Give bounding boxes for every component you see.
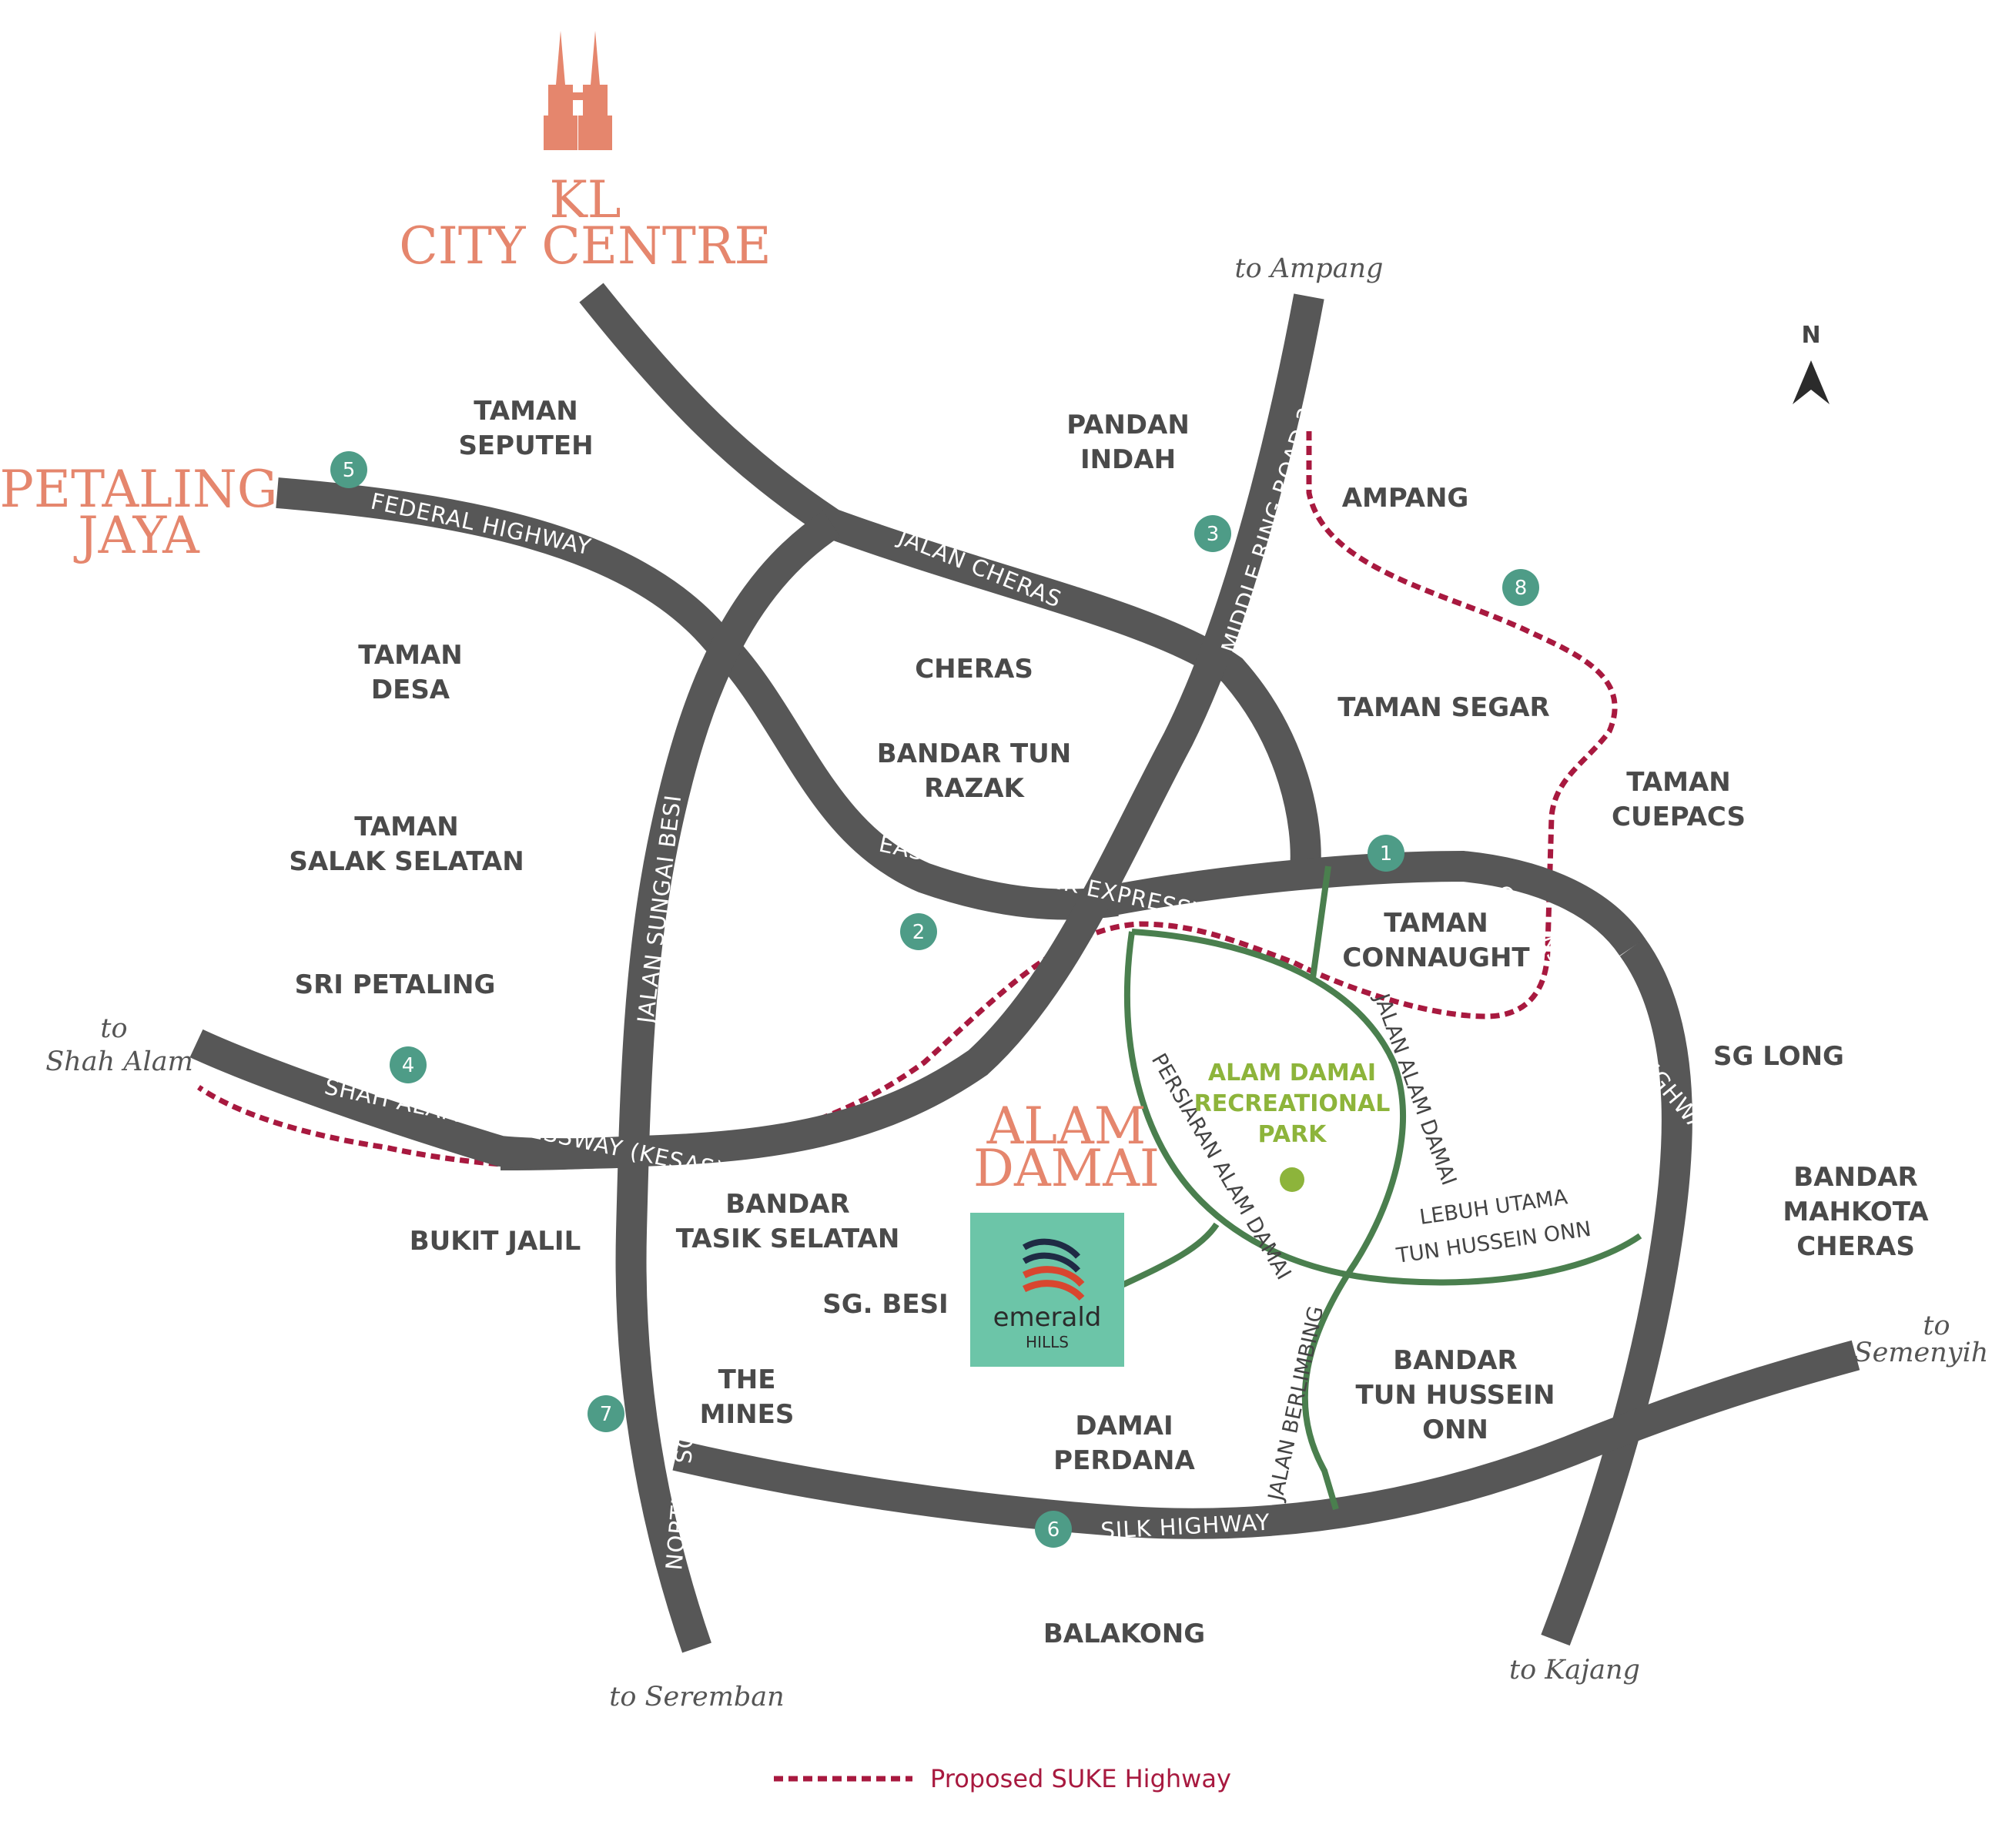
jalan-berlimbing-label: JALAN BERLIMBING	[1264, 1304, 1328, 1505]
area-bandar-mahkota-cheras: MAHKOTA	[1783, 1197, 1929, 1227]
to-semenyih-label-line2: Semenyih	[1854, 1337, 1989, 1368]
persiaran-alam-damai-road	[1124, 931, 1642, 1286]
park-label-line3: PARK	[1258, 1121, 1328, 1148]
marker-7-label: 7	[600, 1403, 613, 1426]
marker-2-label: 2	[912, 921, 926, 944]
marker-2	[900, 913, 937, 950]
jalan-sungai-besi-road	[615, 511, 841, 1653]
marker-5-label: 5	[343, 459, 356, 482]
to-shah-alam-label-line2: Shah Alam	[45, 1046, 193, 1077]
area-taman-connaught: CONNAUGHT	[1342, 942, 1530, 973]
kl-city-centre-title-line2: CITY CENTRE	[399, 216, 771, 276]
area-bandar-tun-hussein-onn: TUN HUSSEIN	[1356, 1380, 1555, 1411]
area-bandar-tun-hussein-onn: ONN	[1422, 1414, 1488, 1445]
jalan-cheras-road	[579, 283, 1321, 872]
area-cheras: CHERAS	[915, 654, 1033, 685]
compass-north-label: N	[1801, 322, 1820, 349]
number-markers: 1 2 3 4 5 6 7 8	[330, 451, 1539, 1548]
marker-3	[1194, 515, 1231, 552]
area-bandar-tasik-selatan: TASIK SELATAN	[676, 1224, 900, 1254]
marker-3-label: 3	[1207, 523, 1220, 546]
kl-city-centre-title-line1: KL	[549, 170, 621, 229]
park-label-line1: ALAM DAMAI	[1208, 1060, 1376, 1086]
federal-highway-label: FEDERAL HIGHWAY	[369, 488, 594, 561]
area-bandar-tasik-selatan: BANDAR	[725, 1189, 849, 1220]
area-sg-long: SG LONG	[1713, 1041, 1844, 1072]
area-taman-cuepacs: CUEPACS	[1612, 802, 1746, 832]
area-taman-desa: TAMAN	[358, 640, 462, 671]
suke-highway-route	[197, 431, 1618, 1170]
area-taman-cuepacs: TAMAN	[1626, 767, 1730, 798]
area-pandan-indah: INDAH	[1080, 444, 1176, 475]
area-taman-salak-selatan: SALAK SELATAN	[289, 846, 524, 877]
marker-8-label: 8	[1515, 577, 1528, 600]
alam-damai-label-line1: ALAM	[986, 1096, 1147, 1156]
silk-highway-road	[672, 1340, 1860, 1539]
area-pandan-indah: PANDAN	[1066, 410, 1190, 440]
area-sg-besi: SG. BESI	[822, 1289, 948, 1320]
area-balakong: BALAKONG	[1043, 1619, 1205, 1649]
marker-6	[1035, 1511, 1072, 1548]
area-damai-perdana: DAMAI	[1075, 1411, 1173, 1441]
petronas-towers-icon	[544, 31, 612, 150]
connector-road	[1310, 865, 1331, 979]
area-sri-petaling: SRI PETALING	[295, 969, 496, 1000]
federal-highway-road	[276, 477, 1119, 920]
to-seremban-label: to Seremban	[609, 1682, 784, 1712]
marker-4-label: 4	[402, 1054, 415, 1077]
suke-legend-label: Proposed SUKE Highway	[930, 1764, 1231, 1793]
emerald-hills-access-road	[1119, 1222, 1220, 1289]
marker-5	[330, 451, 367, 488]
park-location-dot	[1280, 1167, 1304, 1192]
area-the-mines: MINES	[700, 1399, 795, 1430]
area-damai-perdana: PERDANA	[1053, 1445, 1195, 1476]
area-taman-connaught: TAMAN	[1384, 908, 1488, 939]
marker-8	[1502, 569, 1539, 606]
area-bandar-mahkota-cheras: CHERAS	[1796, 1231, 1915, 1262]
area-bukit-jalil: BUKIT JALIL	[410, 1226, 581, 1257]
area-bandar-tun-razak: BANDAR TUN	[877, 738, 1072, 769]
emerald-hills-name: emerald	[993, 1302, 1102, 1333]
to-semenyih-label-line1: to	[1923, 1311, 1950, 1341]
jalan-alam-damai-road	[1131, 929, 1406, 1511]
area-bandar-mahkota-cheras: BANDAR	[1793, 1162, 1917, 1193]
petaling-jaya-label-line1: PETALING	[0, 460, 278, 519]
area-bandar-tun-razak: RAZAK	[924, 773, 1025, 804]
area-taman-salak-selatan: TAMAN	[354, 812, 458, 842]
marker-1	[1368, 835, 1404, 872]
area-ampang: AMPANG	[1342, 483, 1469, 514]
area-labels: TAMAN SEPUTEH PANDAN INDAH AMPANG TAMAN …	[289, 396, 1929, 1649]
emerald-hills-sub: HILLS	[1026, 1333, 1069, 1351]
to-shah-alam-label-line1: to	[100, 1013, 127, 1044]
marker-7	[588, 1395, 624, 1432]
emerald-hills-logo: emerald HILLS	[970, 1213, 1124, 1367]
cheras-kajang-highway-road	[1541, 938, 1692, 1646]
to-ampang-label: to Ampang	[1235, 253, 1384, 284]
area-taman-segar: TAMAN SEGAR	[1337, 692, 1549, 723]
marker-4	[390, 1046, 427, 1083]
alam-damai-label-line2: DAMAI	[973, 1139, 1160, 1198]
area-taman-seputeh: SEPUTEH	[458, 430, 593, 461]
jalan-alam-damai-label: JALAN ALAM DAMAI	[1369, 989, 1461, 1189]
park-label-line2: RECREATIONAL	[1194, 1090, 1391, 1117]
marker-6-label: 6	[1047, 1518, 1060, 1542]
emerald-hills-mark-icon	[1022, 1238, 1085, 1301]
area-taman-seputeh: TAMAN	[474, 396, 578, 427]
map-legend: Proposed SUKE Highway	[774, 1764, 1231, 1793]
petaling-jaya-label-line2: JAYA	[73, 506, 200, 565]
marker-1-label: 1	[1380, 842, 1393, 865]
north-arrow-icon	[1793, 360, 1830, 404]
area-bandar-tun-hussein-onn: BANDAR	[1393, 1345, 1517, 1376]
to-kajang-label: to Kajang	[1509, 1655, 1640, 1686]
area-the-mines: THE	[718, 1364, 776, 1395]
shah-alam-expressway-road	[189, 1029, 640, 1170]
area-taman-desa: DESA	[371, 675, 450, 705]
east-west-link-road	[1106, 850, 1645, 956]
